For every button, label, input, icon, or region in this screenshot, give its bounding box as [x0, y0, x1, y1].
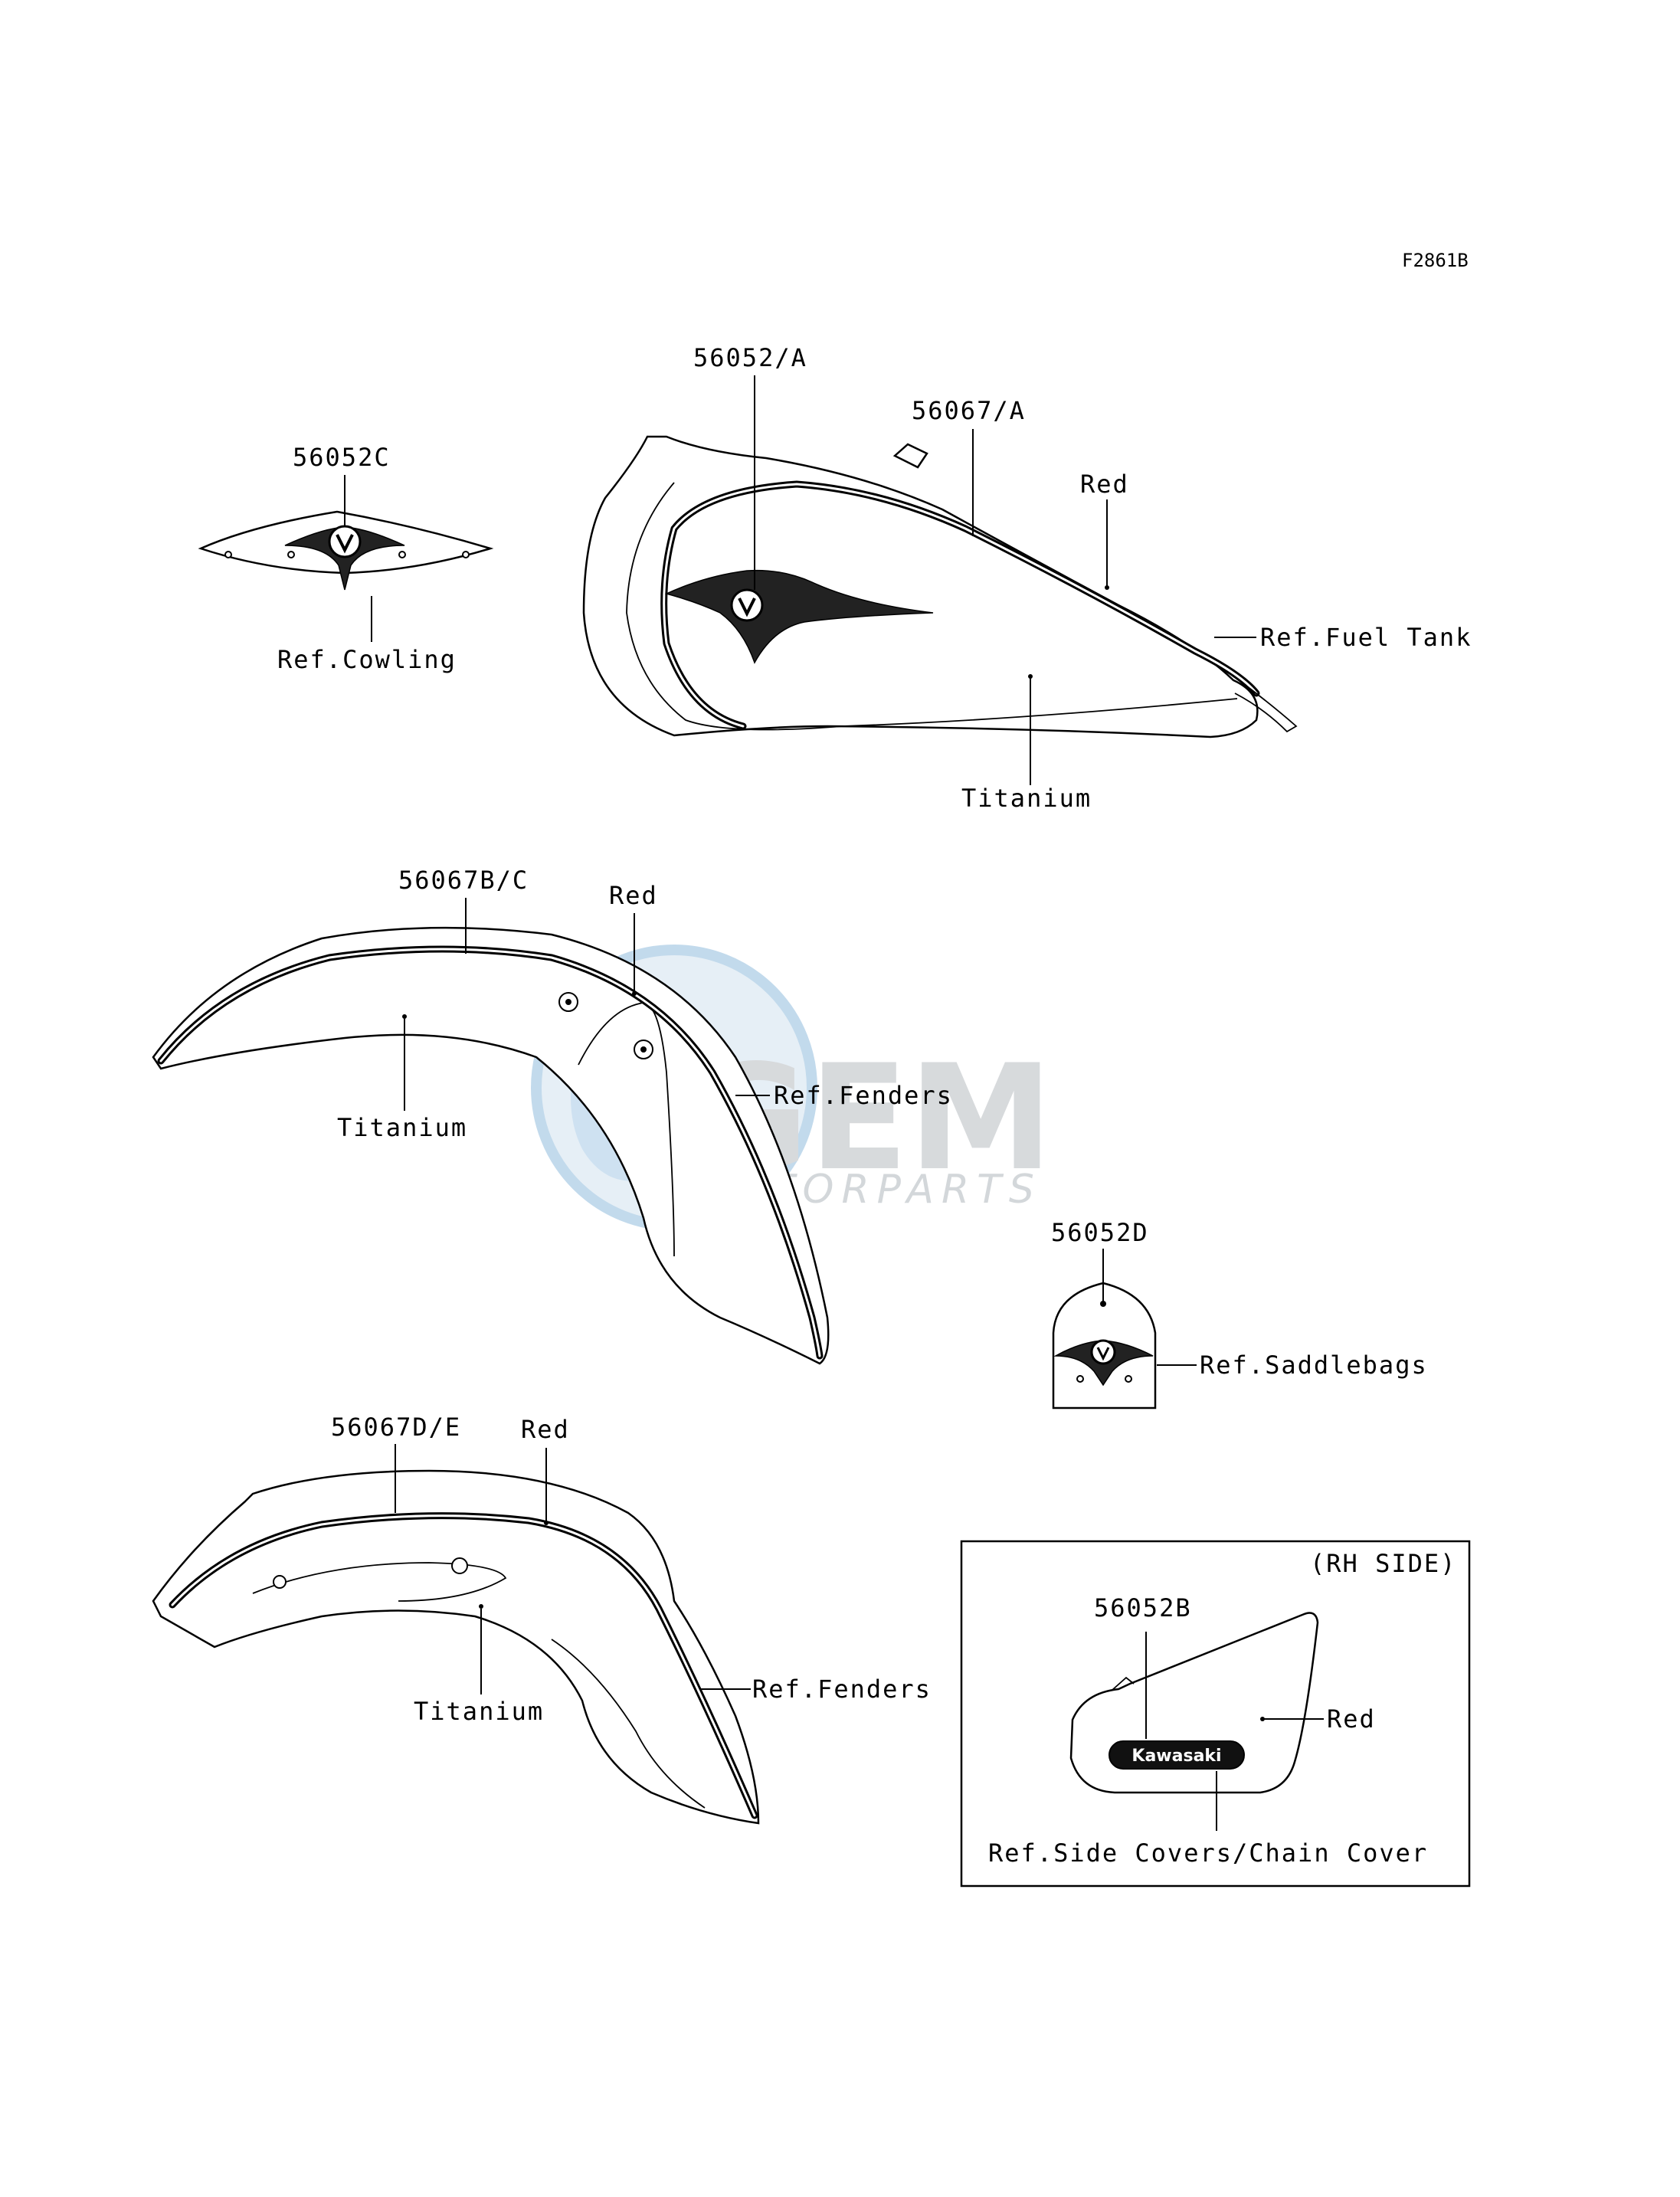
side-cover-inset: (RH SIDE) Kawasaki 56052B Red Ref.Side C…	[960, 1540, 1471, 1888]
side-cover-red-label: Red	[1327, 1704, 1376, 1734]
front-fender-part-number: 56067B/C	[398, 866, 529, 895]
side-cover-side-label: (RH SIDE)	[1310, 1549, 1456, 1578]
rear-fender-outline	[152, 1469, 760, 1825]
fuel-tank-decals: 56052/A 56067/A Red Ref.Fuel Tank Titani…	[582, 343, 1472, 813]
fuel-tank-emblem-part: 56052/A	[693, 343, 807, 372]
fuel-tank-tail	[1234, 681, 1298, 733]
front-fender-red-label: Red	[609, 881, 658, 910]
rear-fender-inner-line	[252, 1562, 507, 1602]
fuel-tank-titanium-label: Titanium	[961, 784, 1092, 813]
side-cover-brand: Kawasaki	[1131, 1747, 1221, 1766]
cowling-v-emblem	[284, 525, 405, 591]
saddlebag-hole-left	[1076, 1375, 1084, 1383]
rear-fender-decals: 56067D/E Red Ref.Fenders Titanium	[152, 1413, 932, 1825]
cowling-part-number: 56052C	[293, 443, 391, 472]
front-fender-outline	[152, 926, 830, 1365]
cowling-hole-left	[224, 551, 232, 558]
rear-fender-hole-1	[273, 1575, 287, 1589]
rear-fender-titanium-label: Titanium	[414, 1697, 544, 1726]
fuel-tank-ref-label: Ref.Fuel Tank	[1260, 623, 1472, 652]
saddlebag-v-emblem	[1053, 1339, 1154, 1387]
side-cover-kawasaki-badge: Kawasaki	[1109, 1740, 1245, 1770]
front-fender-inner-flap	[578, 1002, 675, 1257]
fuel-tank-red-label: Red	[1080, 470, 1129, 499]
fuel-tank-outline	[582, 435, 1259, 738]
fuel-tank-stripe-part: 56067/A	[912, 396, 1026, 425]
saddlebag-ref-label: Ref.Saddlebags	[1200, 1351, 1428, 1380]
rear-fender-inner-curve	[551, 1639, 706, 1809]
fuel-tank-v-emblem	[664, 569, 934, 664]
cowling-hole-2	[287, 551, 295, 558]
front-fender-decals: 56067B/C Red Ref.Fenders Titanium	[152, 866, 953, 1365]
figure-code: F2861B	[1402, 250, 1469, 271]
saddlebag-decal: 56052D Ref.Saddlebags	[1051, 1218, 1428, 1410]
cowling-hole-right	[462, 551, 470, 558]
fuel-tank-inner-panel	[626, 482, 1238, 731]
saddlebag-part-number: 56052D	[1051, 1218, 1149, 1247]
side-cover-ref-label: Ref.Side Covers/Chain Cover	[988, 1838, 1428, 1868]
front-fender-ref-label: Ref.Fenders	[774, 1081, 953, 1110]
rear-fender-red-label: Red	[521, 1415, 570, 1444]
rear-fender-ref-label: Ref.Fenders	[752, 1675, 932, 1704]
cowling-ref-label: Ref.Cowling	[277, 645, 457, 674]
saddlebag-hole-right	[1125, 1375, 1132, 1383]
cowling-decal: 56052C Ref.Cowling	[198, 443, 494, 674]
fuel-cap	[892, 443, 928, 469]
rear-fender-part-number: 56067D/E	[331, 1413, 461, 1442]
rear-fender-hole-2	[451, 1557, 468, 1574]
front-fender-titanium-label: Titanium	[337, 1113, 467, 1142]
side-cover-part-number: 56052B	[1094, 1593, 1192, 1622]
cowling-hole-3	[398, 551, 406, 558]
